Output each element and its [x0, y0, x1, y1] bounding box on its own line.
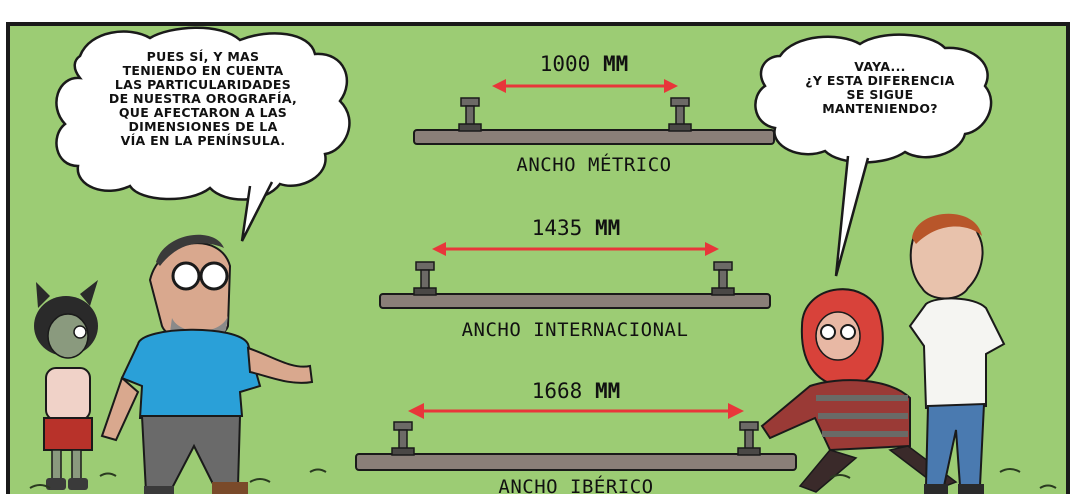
gauge-value-metric: 1000: [539, 52, 591, 76]
character-girl: [34, 280, 98, 490]
gauge-unit-metric: MM: [602, 52, 629, 76]
gauge-label-iberian: ANCHO IBÉRICO: [498, 476, 654, 494]
gauge-value-iberian: 1668: [531, 379, 583, 403]
speech-text-right: VAYA... ¿Y ESTA DIFERENCIA SE SIGUE MANT…: [805, 59, 955, 116]
comic-artwork: [29, 26, 1057, 494]
comic-panel: PUES SÍ, Y MAS TENIENDO EN CUENTA LAS PA…: [6, 22, 1070, 494]
gauge-unit-international: MM: [594, 216, 621, 240]
gauge-measure-iberian: 1668 MM: [476, 379, 676, 403]
gauge-label-metric: ANCHO MÉTRICO: [516, 154, 672, 176]
character-redhead-girl: [760, 288, 958, 493]
speech-bubble-left: [55, 26, 351, 242]
speech-bubble-right: [754, 33, 993, 277]
gauge-measure-international: 1435 MM: [476, 216, 676, 240]
ground-texture: [29, 468, 1057, 489]
gauge-label-international: ANCHO INTERNACIONAL: [461, 319, 689, 341]
character-man: [100, 234, 314, 494]
gauge-unit-iberian: MM: [594, 379, 621, 403]
gauge-measure-metric: 1000 MM: [484, 52, 684, 76]
track-iberian: [355, 403, 797, 471]
speech-text-left: PUES SÍ, Y MAS TENIENDO EN CUENTA LAS PA…: [108, 49, 298, 148]
gauge-value-international: 1435: [531, 216, 583, 240]
track-metric: [413, 79, 775, 145]
character-boy: [908, 213, 1006, 494]
track-international: [379, 242, 771, 309]
